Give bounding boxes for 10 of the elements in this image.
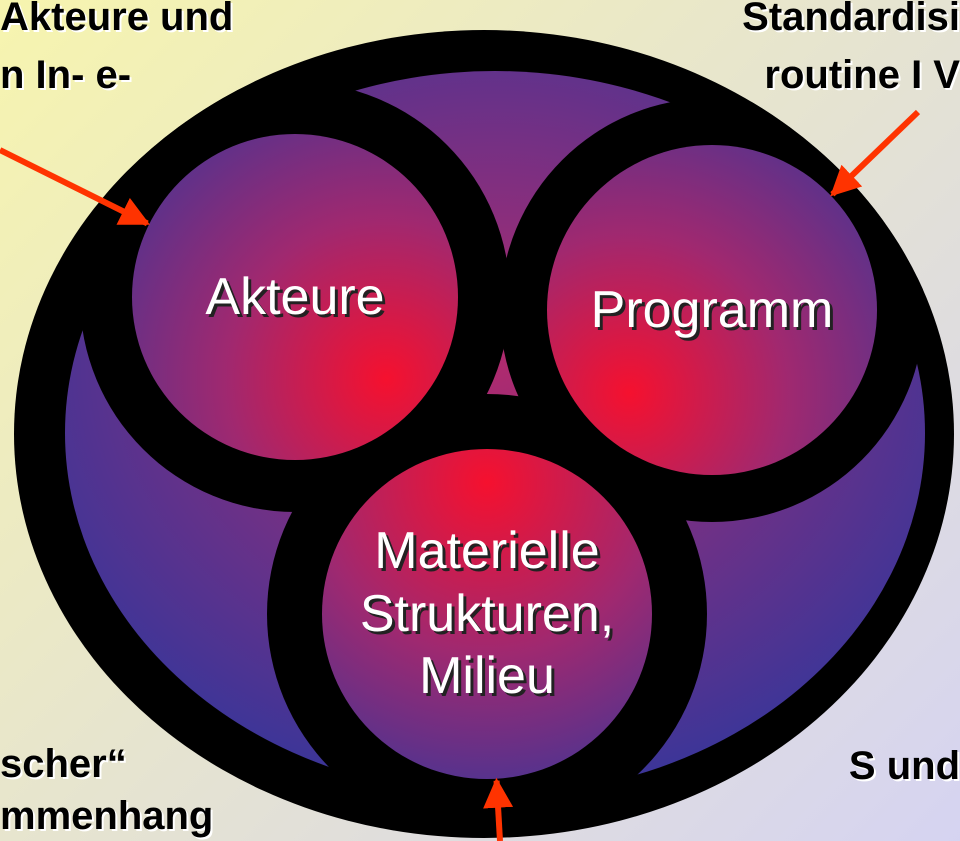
annotation-text: scher“ mmenhang	[0, 741, 214, 840]
node-label: Akteure	[204, 266, 386, 328]
annotation-text: Standardisi routine I V	[741, 0, 960, 99]
annotation-text: S und	[848, 743, 960, 790]
arrow	[0, 147, 150, 226]
arrow	[830, 110, 920, 196]
annotation-text: Akteure und n In- e-	[0, 0, 234, 99]
arrow	[483, 778, 514, 841]
node-label: Programm	[590, 280, 834, 341]
node-label: Materielle Strukturen, Milieu	[358, 521, 616, 708]
